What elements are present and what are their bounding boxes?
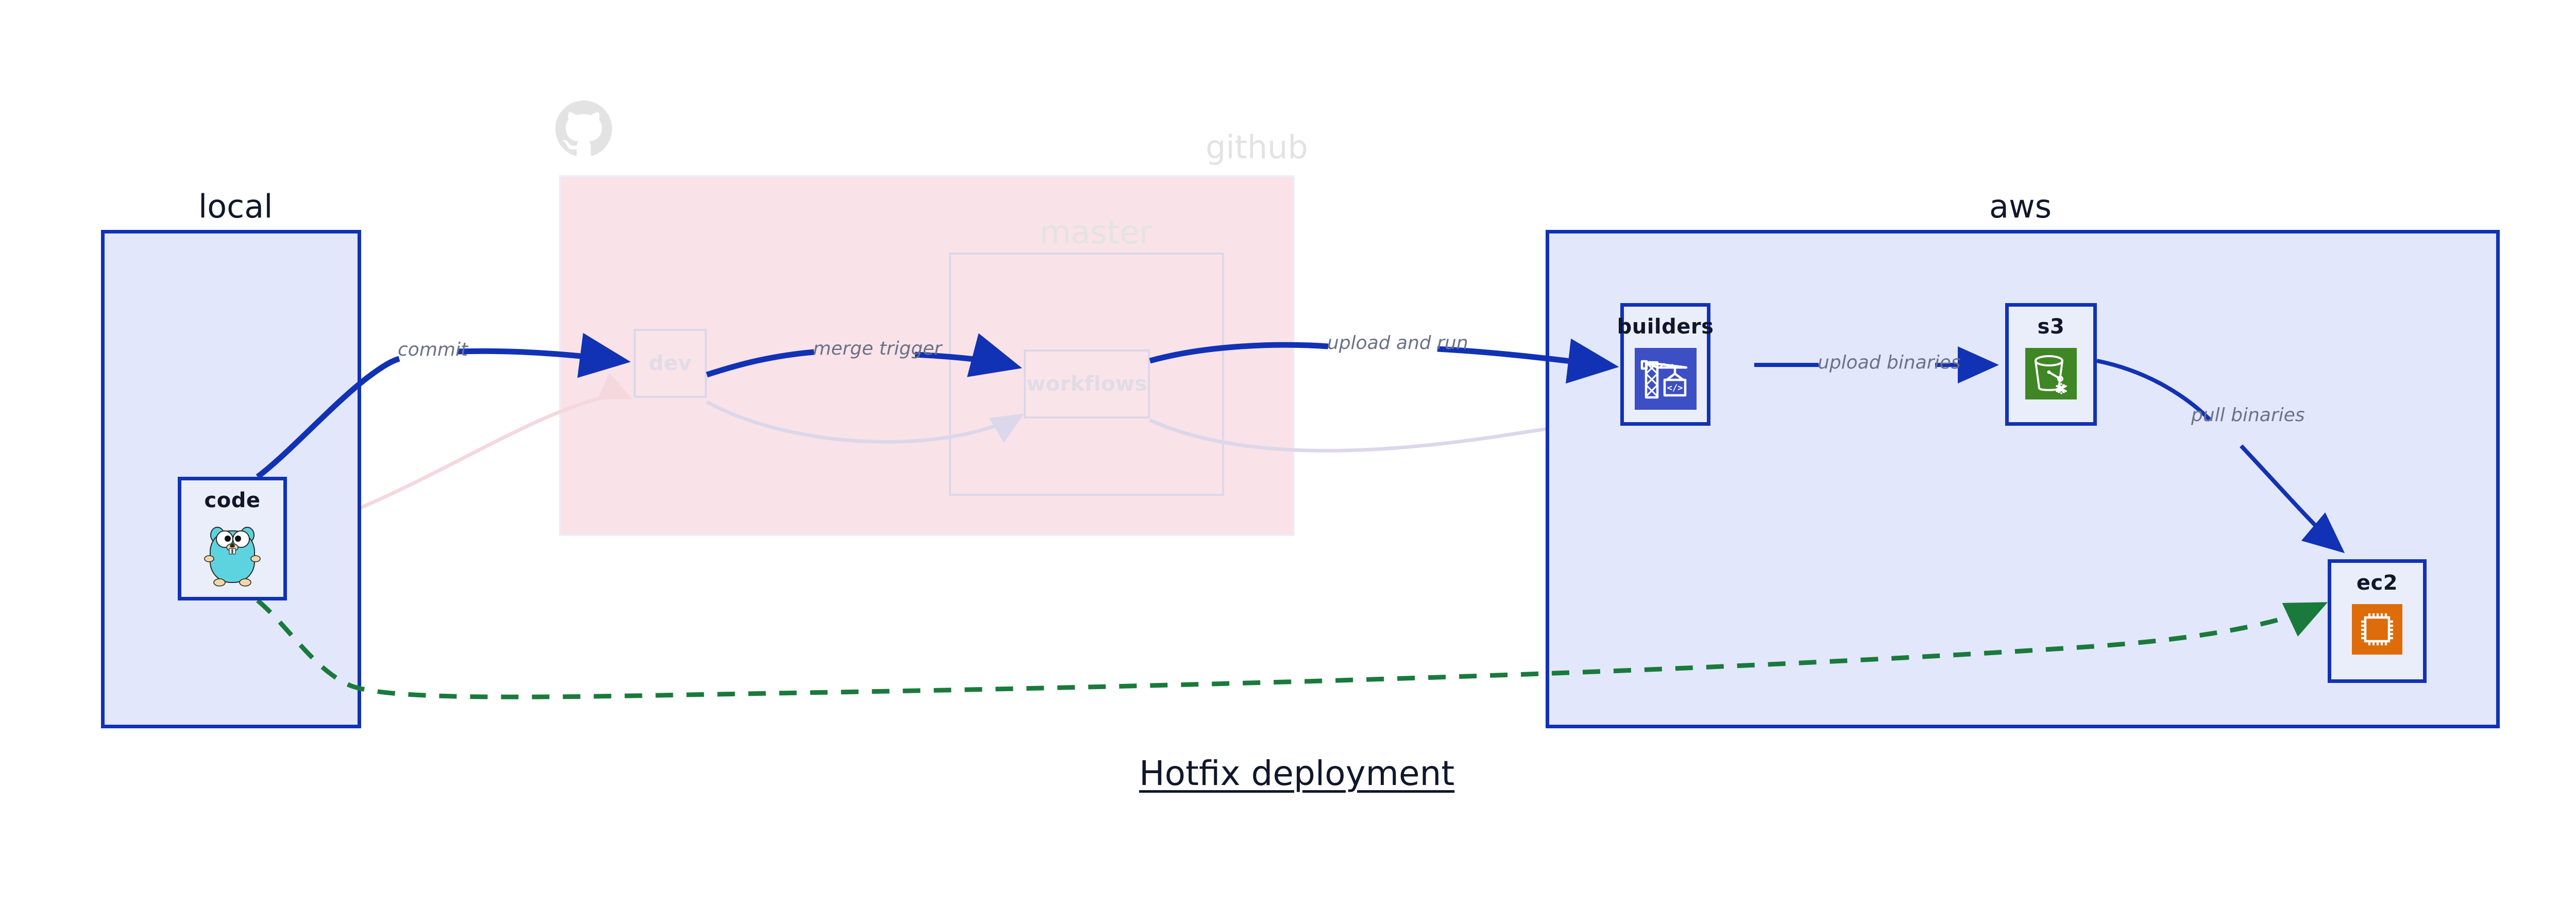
edge-upload-and-run-tail [1437,338,1619,384]
svg-text:</>: </> [1667,383,1683,393]
go-gopher-icon [202,522,263,590]
node-workflows[interactable]: workflows [1024,349,1150,419]
edge-merge-trigger [706,349,815,378]
edge-commit-tail [457,332,631,378]
edge-label-merge-trigger: merge trigger [813,338,942,359]
node-ec2[interactable]: ec2 [2328,559,2427,683]
node-dev-label: dev [649,352,692,375]
node-code-label: code [204,489,261,512]
diagram-title: Hotfix deployment [1139,754,1455,793]
edge-label-pull-binaries: pull binaries [2191,405,2305,426]
group-title-github: github [1206,128,1308,166]
edge-pull-binaries-tail [2240,444,2345,554]
crane-code-icon: </> [1634,348,1697,412]
node-s3-label: s3 [2037,315,2065,339]
edge-hotfix-direct [256,598,2328,699]
github-octocat-icon [555,101,612,157]
edge-commit [256,356,400,479]
node-workflows-label: workflows [1026,372,1147,396]
group-title-master: master [1040,213,1153,251]
ghost-box-master [949,253,1224,496]
s3-bucket-icon [2025,348,2077,402]
edge-label-upload-and-run: upload and run [1327,332,1468,354]
group-title-aws: aws [1989,188,2052,225]
group-title-local: local [198,188,273,225]
cpu-chip-icon [2352,604,2402,657]
node-builders-label: builders [1617,315,1714,339]
node-ec2-label: ec2 [2356,571,2398,595]
edge-ghost-dev-workflows [706,400,1025,444]
node-builders[interactable]: builders < [1617,303,1714,426]
edge-pull-binaries [2096,359,2212,422]
edge-label-commit: commit [398,339,468,360]
node-s3[interactable]: s3 [2005,303,2097,426]
edge-merge-trigger-tail [914,333,1022,377]
edge-upload-and-run [1149,342,1329,364]
node-dev[interactable]: dev [634,329,707,398]
node-code[interactable]: code [178,477,287,600]
edge-label-upload-binaries: upload binaries [1818,352,1961,373]
